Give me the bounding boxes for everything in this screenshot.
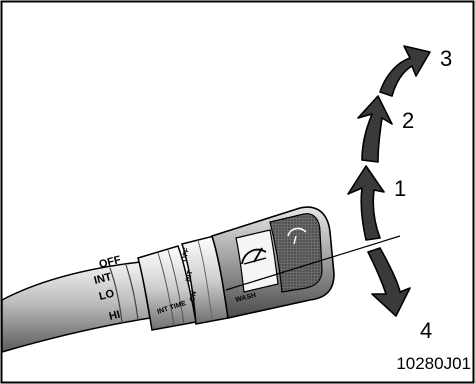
callout-3: 3 bbox=[440, 48, 452, 70]
figure-code: 10280J01 bbox=[396, 354, 471, 374]
callout-4: 4 bbox=[420, 320, 432, 342]
callout-1: 1 bbox=[394, 178, 406, 200]
callout-2: 2 bbox=[402, 110, 414, 132]
